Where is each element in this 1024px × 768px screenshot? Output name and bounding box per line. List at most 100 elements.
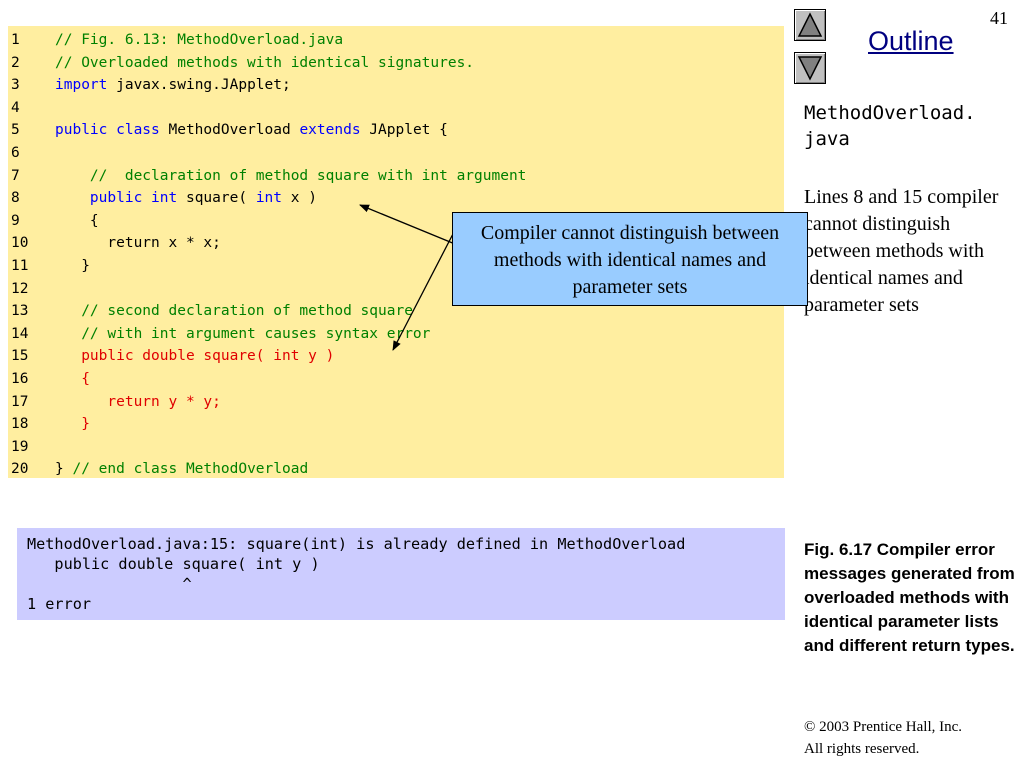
compiler-output-line: MethodOverload.java:15: square(int) is a…: [27, 535, 686, 553]
line-number: 13: [11, 303, 29, 320]
code-token: }: [55, 461, 73, 478]
next-slide-button[interactable]: [794, 52, 826, 84]
code-token: }: [55, 258, 90, 274]
copyright-line-1: 2003 Prentice Hall, Inc.: [815, 719, 963, 735]
code-line: 3 import javax.swing.JApplet;: [8, 74, 784, 97]
line-number: 15: [11, 348, 29, 365]
code-text: // declaration of method square with int…: [55, 165, 527, 188]
code-token: public class: [55, 122, 160, 139]
code-text: // second declaration of method square: [55, 300, 413, 323]
compiler-output: MethodOverload.java:15: square(int) is a…: [17, 528, 785, 620]
code-text: return x * x;: [55, 232, 221, 255]
code-text: public double square( int y ): [55, 345, 334, 368]
copyright-symbol: ©: [804, 719, 816, 735]
code-text: // Fig. 6.13: MethodOverload.java: [55, 29, 343, 52]
code-text: public class MethodOverload extends JApp…: [55, 119, 448, 142]
compiler-output-line: public double square( int y ): [27, 555, 320, 573]
code-token: public double square( int y ): [55, 348, 335, 365]
code-line: 8 public int square( int x ): [8, 187, 784, 210]
code-line: 5 public class MethodOverload extends JAp…: [8, 119, 784, 142]
code-text: {: [55, 368, 90, 391]
code-line: 9 {: [8, 210, 784, 233]
code-line: 6: [8, 142, 784, 165]
line-number: 17: [11, 393, 29, 410]
code-text: }: [55, 413, 90, 436]
arrow-to-line-15: [392, 229, 456, 351]
line-number: 19: [11, 438, 29, 455]
line-number: 8: [11, 190, 20, 207]
code-token: square(: [177, 190, 256, 207]
code-token: import: [55, 77, 108, 94]
line-number: 7: [11, 167, 20, 184]
code-text: // with int argument causes syntax error: [55, 323, 430, 346]
callout-box: Compiler cannot distinguish between meth…: [452, 212, 808, 306]
code-token: int: [255, 190, 283, 207]
code-text: import javax.swing.JApplet;: [55, 74, 291, 97]
line-number: 9: [11, 212, 20, 229]
previous-slide-button[interactable]: [794, 9, 826, 41]
code-text: }: [55, 255, 90, 278]
code-line: 12: [8, 278, 784, 301]
code-line: 2 // Overloaded methods with identical si…: [8, 52, 784, 75]
code-line: 7 // declaration of method square with i…: [8, 165, 784, 188]
copyright: © 2003 Prentice Hall, Inc. All rights re…: [804, 716, 1018, 760]
line-number: 10: [11, 235, 29, 252]
code-line: 13 // second declaration of method squar…: [8, 300, 784, 323]
line-number: 11: [11, 258, 29, 274]
line-number: 20: [11, 461, 29, 478]
code-token: public int: [89, 190, 178, 207]
code-token: MethodOverload: [159, 122, 300, 139]
code-line: 10 return x * x;: [8, 232, 784, 255]
code-token: // second declaration of method square: [55, 303, 413, 320]
code-token: }: [55, 416, 90, 433]
line-number: 14: [11, 325, 29, 342]
code-token: return x * x;: [55, 235, 221, 252]
side-note: Lines 8 and 15 compiler cannot distingui…: [804, 186, 999, 316]
code-line: 18 }: [8, 413, 784, 436]
code-text: } // end class MethodOverload: [55, 458, 308, 481]
triangle-up-icon: [797, 12, 823, 37]
compiler-output-line: 1 error: [27, 595, 92, 613]
code-token: {: [55, 212, 99, 229]
code-line: 11 }: [8, 255, 784, 278]
line-number: 5: [11, 122, 20, 139]
compiler-output-line: ^: [27, 575, 192, 593]
line-number: 3: [11, 77, 20, 94]
code-token: javax.swing.JApplet;: [107, 77, 291, 94]
slide-number: 41: [990, 8, 1008, 28]
code-token: extends: [299, 122, 361, 139]
line-number: 18: [11, 416, 29, 433]
file-title: MethodOverload. java: [804, 102, 976, 150]
code-line: 15 public double square( int y ): [8, 345, 784, 368]
code-line: 20} // end class MethodOverload: [8, 458, 784, 481]
line-number: 2: [11, 54, 20, 71]
code-token: JApplet {: [360, 122, 448, 139]
line-number: 6: [11, 145, 20, 161]
code-line: 17 return y * y;: [8, 391, 784, 414]
code-token: {: [55, 371, 90, 387]
code-text: return y * y;: [55, 391, 221, 414]
arrow-to-line-8: [359, 204, 456, 245]
line-number: 12: [11, 280, 29, 297]
code-text: {: [55, 210, 99, 233]
code-text: // Overloaded methods with identical sig…: [55, 52, 474, 75]
code-line: 14 // with int argument causes syntax er…: [8, 323, 784, 346]
copyright-line-2: All rights reserved.: [804, 741, 920, 757]
code-token: return y * y;: [55, 393, 221, 410]
line-number: 4: [11, 99, 20, 116]
code-token: // end class MethodOverload: [72, 461, 309, 478]
line-number: 16: [11, 371, 29, 387]
code-line: 16 {: [8, 368, 784, 391]
code-line: 19: [8, 436, 784, 459]
code-token: x ): [282, 190, 317, 207]
code-token: // Overloaded methods with identical sig…: [55, 54, 475, 71]
triangle-down-icon: [797, 56, 823, 81]
code-token: // Fig. 6.13: MethodOverload.java: [55, 32, 344, 48]
code-text: public int square( int x ): [55, 187, 317, 210]
code-line: 1 // Fig. 6.13: MethodOverload.java: [8, 29, 784, 52]
code-line: 4: [8, 97, 784, 120]
code-token: // with int argument causes syntax error: [55, 325, 431, 342]
outline-link[interactable]: Outline: [868, 26, 954, 56]
line-number: 1: [11, 32, 20, 48]
